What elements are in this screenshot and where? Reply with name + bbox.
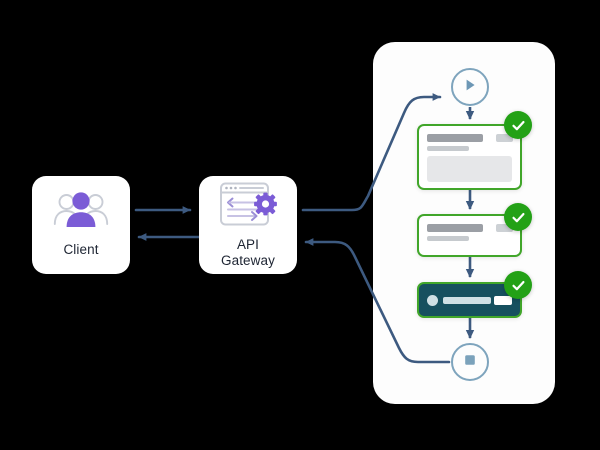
node-api-gateway-label-line2: Gateway (221, 253, 275, 268)
workflow-start-node[interactable] (451, 68, 489, 106)
check-circle-icon (504, 111, 532, 139)
check-circle-icon (504, 271, 532, 299)
workflow-step-card-dark[interactable] (417, 282, 522, 318)
node-client[interactable]: Client (32, 176, 130, 274)
card-subtitle-bar (427, 146, 469, 151)
play-icon (462, 77, 478, 98)
users-group-icon (53, 191, 109, 236)
node-client-label: Client (63, 242, 99, 258)
card-title-bar (443, 297, 491, 304)
check-circle-icon (504, 203, 532, 231)
stop-icon (462, 352, 478, 373)
node-api-gateway-label-line1: API (236, 236, 260, 252)
browser-window-gear-icon (219, 181, 277, 232)
card-subtitle-bar (427, 236, 469, 241)
card-chip (496, 134, 513, 142)
card-avatar-dot (427, 295, 438, 306)
card-title-bar (427, 134, 483, 142)
node-api-gateway[interactable]: API Gateway (199, 176, 297, 274)
card-chip (494, 296, 512, 305)
workflow-end-node[interactable] (451, 343, 489, 381)
node-api-gateway-label: API Gateway (221, 237, 275, 270)
workflow-step-card[interactable] (417, 124, 522, 190)
card-body-block (427, 156, 512, 182)
card-title-bar (427, 224, 483, 232)
card-chip (496, 224, 513, 232)
